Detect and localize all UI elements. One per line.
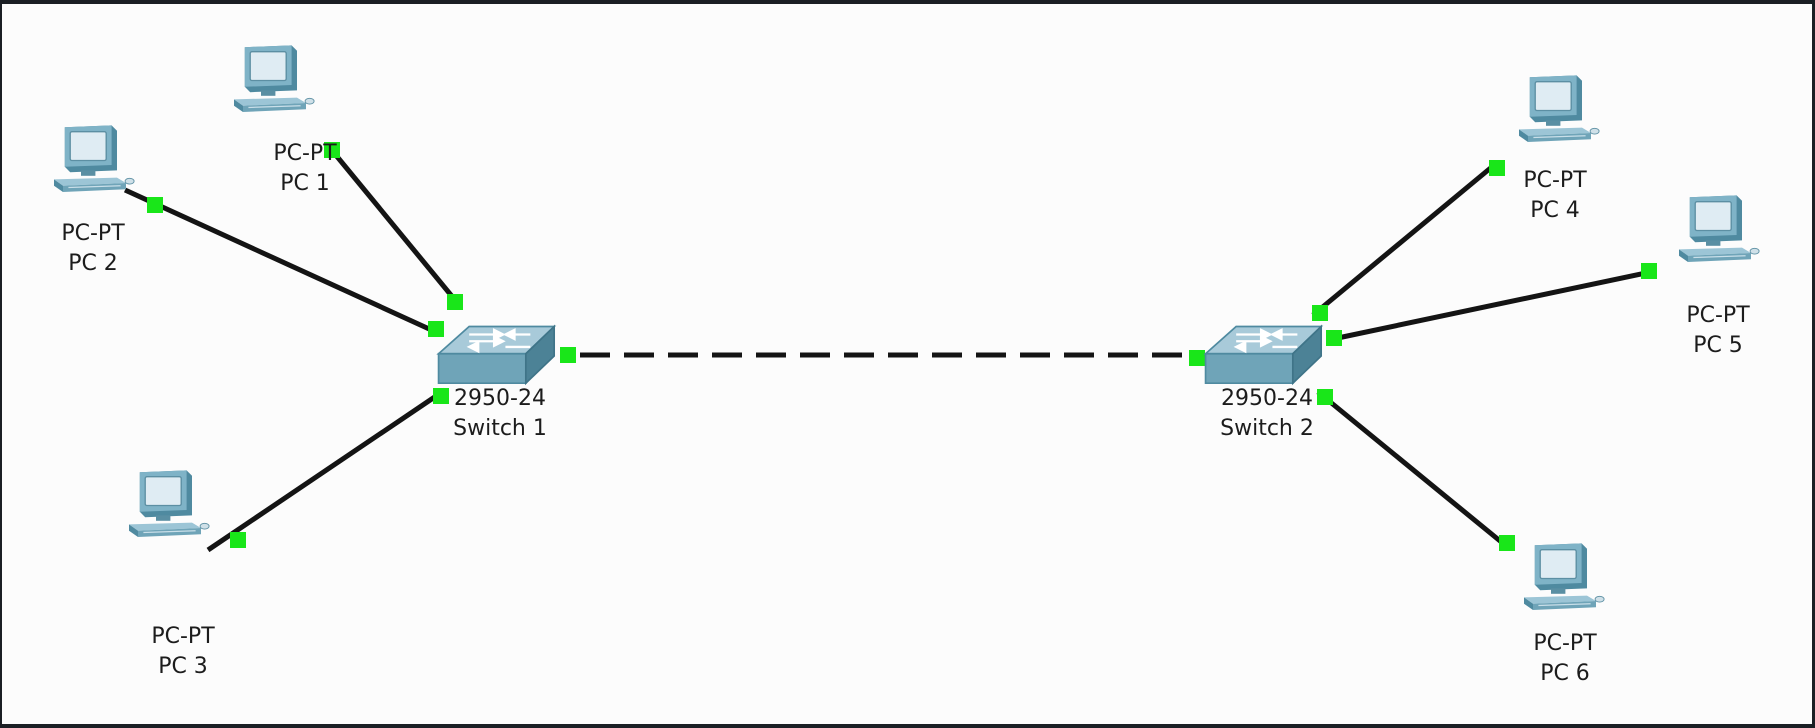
device-pc1[interactable]: PC-PT PC 1 — [233, 44, 337, 196]
device-name-label: PC 2 — [68, 251, 118, 276]
device-model-label: PC-PT — [151, 624, 215, 649]
device-pc2[interactable]: PC-PT PC 2 — [53, 124, 135, 276]
device-pc4[interactable]: PC-PT PC 4 — [1518, 74, 1600, 223]
link-light-sw2 — [1326, 330, 1342, 346]
logical-workspace-canvas[interactable] — [2, 4, 1812, 724]
device-name-label: Switch 1 — [453, 416, 547, 441]
link-light-sw1 — [428, 321, 444, 337]
link-light-pc1 — [324, 142, 340, 158]
device-model-label: PC-PT — [1523, 168, 1587, 193]
link-light-sw1 — [560, 347, 576, 363]
device-name-label: PC 6 — [1540, 661, 1590, 686]
device-model-label: 2950-24 — [1221, 386, 1313, 411]
device-model-label: PC-PT — [273, 141, 337, 166]
link-light-sw2 — [1317, 389, 1333, 405]
link-light-pc3 — [230, 532, 246, 548]
device-name-label: PC 3 — [158, 654, 208, 679]
device-pc3[interactable]: PC-PT PC 3 — [128, 469, 215, 679]
device-model-label: PC-PT — [1686, 303, 1750, 328]
cable-pc6-sw2[interactable] — [1316, 390, 1507, 547]
cable-pc1-sw1[interactable] — [328, 146, 457, 302]
device-name-label: PC 1 — [280, 171, 330, 196]
link-light-pc6 — [1499, 535, 1515, 551]
link-light-pc5 — [1641, 263, 1657, 279]
device-name-label: PC 5 — [1693, 333, 1743, 358]
link-light-pc4 — [1489, 160, 1505, 176]
device-pc5[interactable]: PC-PT PC 5 — [1678, 194, 1760, 358]
device-model-label: PC-PT — [61, 221, 125, 246]
device-name-label: PC 4 — [1530, 198, 1580, 223]
link-light-sw1 — [433, 388, 449, 404]
cable-pc3-sw1[interactable] — [206, 387, 447, 553]
link-light-pc2 — [147, 197, 163, 213]
device-name-label: Switch 2 — [1220, 416, 1314, 441]
link-light-sw1 — [447, 294, 463, 310]
link-light-sw2 — [1312, 305, 1328, 321]
cable-pc2-sw1[interactable] — [123, 187, 440, 336]
device-model-label: PC-PT — [1533, 631, 1597, 656]
cable-pc4-sw2[interactable] — [1311, 164, 1495, 317]
device-pc6[interactable]: PC-PT PC 6 — [1523, 542, 1605, 686]
link-light-sw2 — [1189, 350, 1205, 366]
device-model-label: 2950-24 — [454, 386, 546, 411]
cable-pc5-sw2[interactable] — [1332, 268, 1656, 342]
